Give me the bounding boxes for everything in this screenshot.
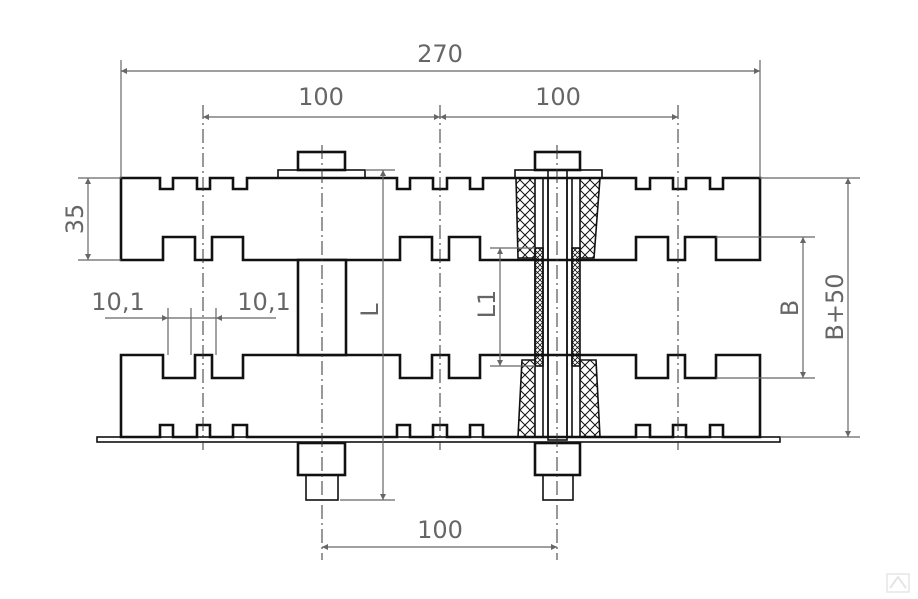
dim-plate-height: 35 bbox=[61, 204, 89, 235]
dim-overall-width: 270 bbox=[417, 40, 463, 68]
inner-sleeve-right bbox=[571, 247, 581, 367]
dim-total-height: B+50 bbox=[821, 273, 849, 340]
dim-right-pitch: 100 bbox=[535, 83, 581, 111]
dim-gap: B bbox=[776, 300, 804, 316]
dim-length: L bbox=[356, 303, 384, 317]
outer-insulator-right bbox=[579, 177, 601, 438]
dim-left-pitch: 100 bbox=[298, 83, 344, 111]
bolt-end bbox=[542, 474, 574, 501]
dimension-lines bbox=[78, 60, 860, 550]
watermark-logo-icon bbox=[886, 573, 910, 593]
dim-insulation-length: L1 bbox=[473, 290, 501, 319]
dim-bolt-spacing: 100 bbox=[417, 516, 463, 544]
base-plate bbox=[96, 436, 781, 443]
dim-groove-right: 10,1 bbox=[237, 288, 290, 316]
dim-groove-left: 10,1 bbox=[91, 288, 144, 316]
inner-sleeve-left bbox=[534, 247, 544, 367]
dimension-labels: 270 100 100 100 35 10,1 10,1 L L1 B B+50 bbox=[61, 40, 849, 544]
center-lines bbox=[202, 105, 679, 560]
